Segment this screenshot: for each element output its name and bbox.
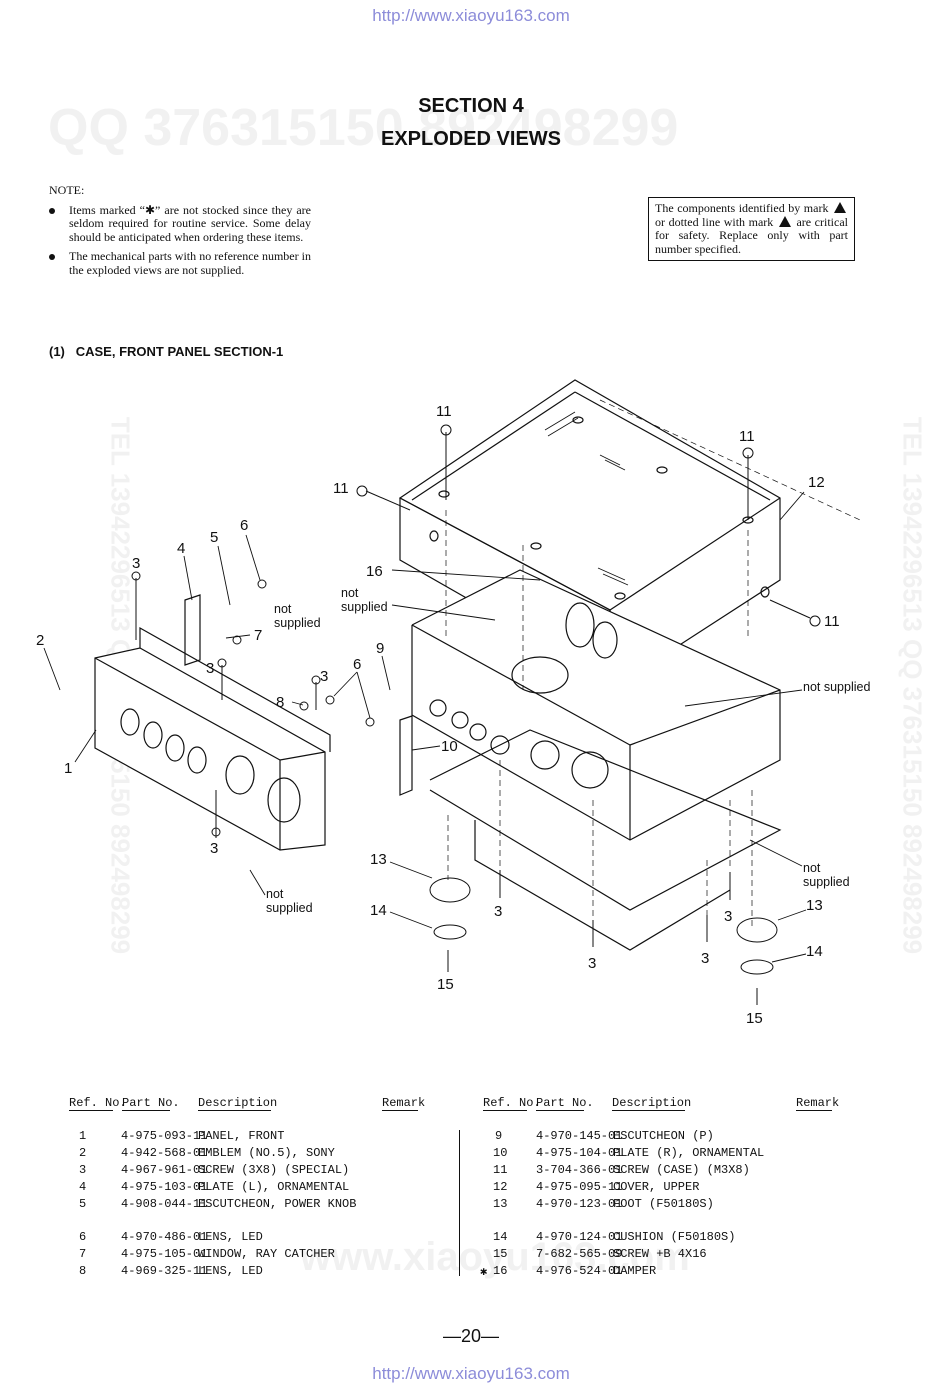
note-text-1: Items marked “✱” are not stocked since t…	[69, 202, 311, 244]
supplied-text: supplied	[274, 616, 321, 630]
sub-section-heading: (1) CASE, FRONT PANEL SECTION-1	[49, 344, 284, 359]
footer-url[interactable]: http://www.xiaoyu163.com	[372, 1364, 570, 1383]
callout-15: 15	[746, 1010, 763, 1027]
note-block: NOTE: Items marked “✱” are not stocked s…	[49, 183, 311, 283]
safety-notice: The components identified by mark or dot…	[648, 197, 855, 261]
col-part: Part No.	[536, 1096, 594, 1111]
col-part: Part No.	[122, 1096, 180, 1111]
not-supplied-label: not supplied	[803, 861, 850, 889]
callout-7: 7	[254, 627, 263, 644]
callout-13: 13	[370, 851, 387, 868]
section-title: SECTION 4	[418, 95, 524, 117]
not-stocked-mark: ✱	[480, 1265, 488, 1279]
callout-12: 12	[808, 474, 825, 491]
col-remark: Remark	[382, 1096, 426, 1111]
upper-cover-drawing	[398, 379, 781, 692]
callout-3: 3	[210, 840, 219, 857]
callout-4: 4	[177, 540, 186, 557]
callout-3: 3	[206, 660, 215, 677]
note-text-2: The mechanical parts with no reference n…	[69, 249, 311, 277]
col-ref: Ref. No.	[483, 1096, 541, 1111]
exploded-view-diagram	[43, 379, 861, 1005]
callout-11: 11	[739, 428, 755, 445]
table-divider	[459, 1130, 460, 1276]
callout-14: 14	[370, 902, 387, 919]
not-text: not	[266, 887, 284, 901]
callout-9: 9	[376, 640, 385, 657]
note-item-2: The mechanical parts with no reference n…	[49, 249, 311, 277]
col-desc: Description	[612, 1096, 692, 1111]
watermark-site: www.xiaoyu163.com	[300, 1235, 690, 1279]
safety-text-1: The components identified by mark	[655, 201, 829, 215]
alignment-lines	[445, 399, 861, 930]
col-ref: Ref. No.	[69, 1096, 127, 1111]
header-url[interactable]: http://www.xiaoyu163.com	[372, 6, 570, 25]
supplied-text: supplied	[341, 600, 388, 614]
callout-2: 2	[36, 632, 45, 649]
callout-14: 14	[806, 943, 823, 960]
warning-triangle-icon	[778, 215, 791, 227]
callout-11: 11	[436, 403, 452, 420]
callout-3: 3	[320, 668, 329, 685]
not-supplied-label: not supplied	[341, 586, 388, 614]
col-remark: Remark	[796, 1096, 840, 1111]
callout-3: 3	[494, 903, 503, 920]
callout-3: 3	[132, 555, 141, 572]
supplied-text: supplied	[266, 901, 313, 915]
bullet-icon	[49, 207, 55, 214]
note-item-1: Items marked “✱” are not stocked since t…	[49, 202, 311, 245]
callout-6: 6	[353, 656, 362, 673]
warning-triangle-icon	[834, 202, 846, 213]
leader-lines	[43, 491, 807, 963]
not-text: not	[274, 602, 292, 616]
not-text: not	[803, 861, 821, 875]
callout-16: 16	[366, 563, 383, 580]
callout-3: 3	[701, 950, 710, 967]
col-desc: Description	[198, 1096, 278, 1111]
page-number: —20—	[442, 1326, 500, 1346]
callout-13: 13	[806, 897, 823, 914]
callout-3: 3	[724, 908, 733, 925]
chassis-drawing	[411, 569, 782, 951]
not-supplied-label: not supplied	[266, 887, 313, 915]
safety-text-3: are critical for safety.	[655, 214, 848, 242]
front-panel-drawing	[94, 594, 413, 851]
callout-15: 15	[437, 976, 454, 993]
note-heading: NOTE:	[49, 183, 85, 197]
not-supplied-label: not supplied	[803, 680, 871, 694]
callout-6: 6	[240, 517, 249, 534]
supplied-text: supplied	[803, 875, 850, 889]
callout-10: 10	[441, 738, 458, 755]
callout-3: 3	[588, 955, 597, 972]
callout-11: 11	[333, 480, 349, 497]
not-text: not	[341, 586, 359, 600]
screws-and-feet	[131, 424, 821, 1005]
callout-1: 1	[64, 760, 73, 777]
not-supplied-label: not supplied	[274, 602, 321, 630]
safety-text-4: Replace only with part number specified.	[655, 228, 849, 256]
bullet-icon	[49, 254, 55, 260]
section-subtitle: EXPLODED VIEWS	[380, 128, 562, 150]
callout-11: 11	[824, 613, 840, 630]
watermark-qq: QQ 376315150 892498299	[48, 99, 679, 157]
callout-5: 5	[210, 529, 219, 546]
safety-text-2: or dotted line with mark	[655, 214, 774, 229]
callout-8: 8	[276, 694, 285, 711]
